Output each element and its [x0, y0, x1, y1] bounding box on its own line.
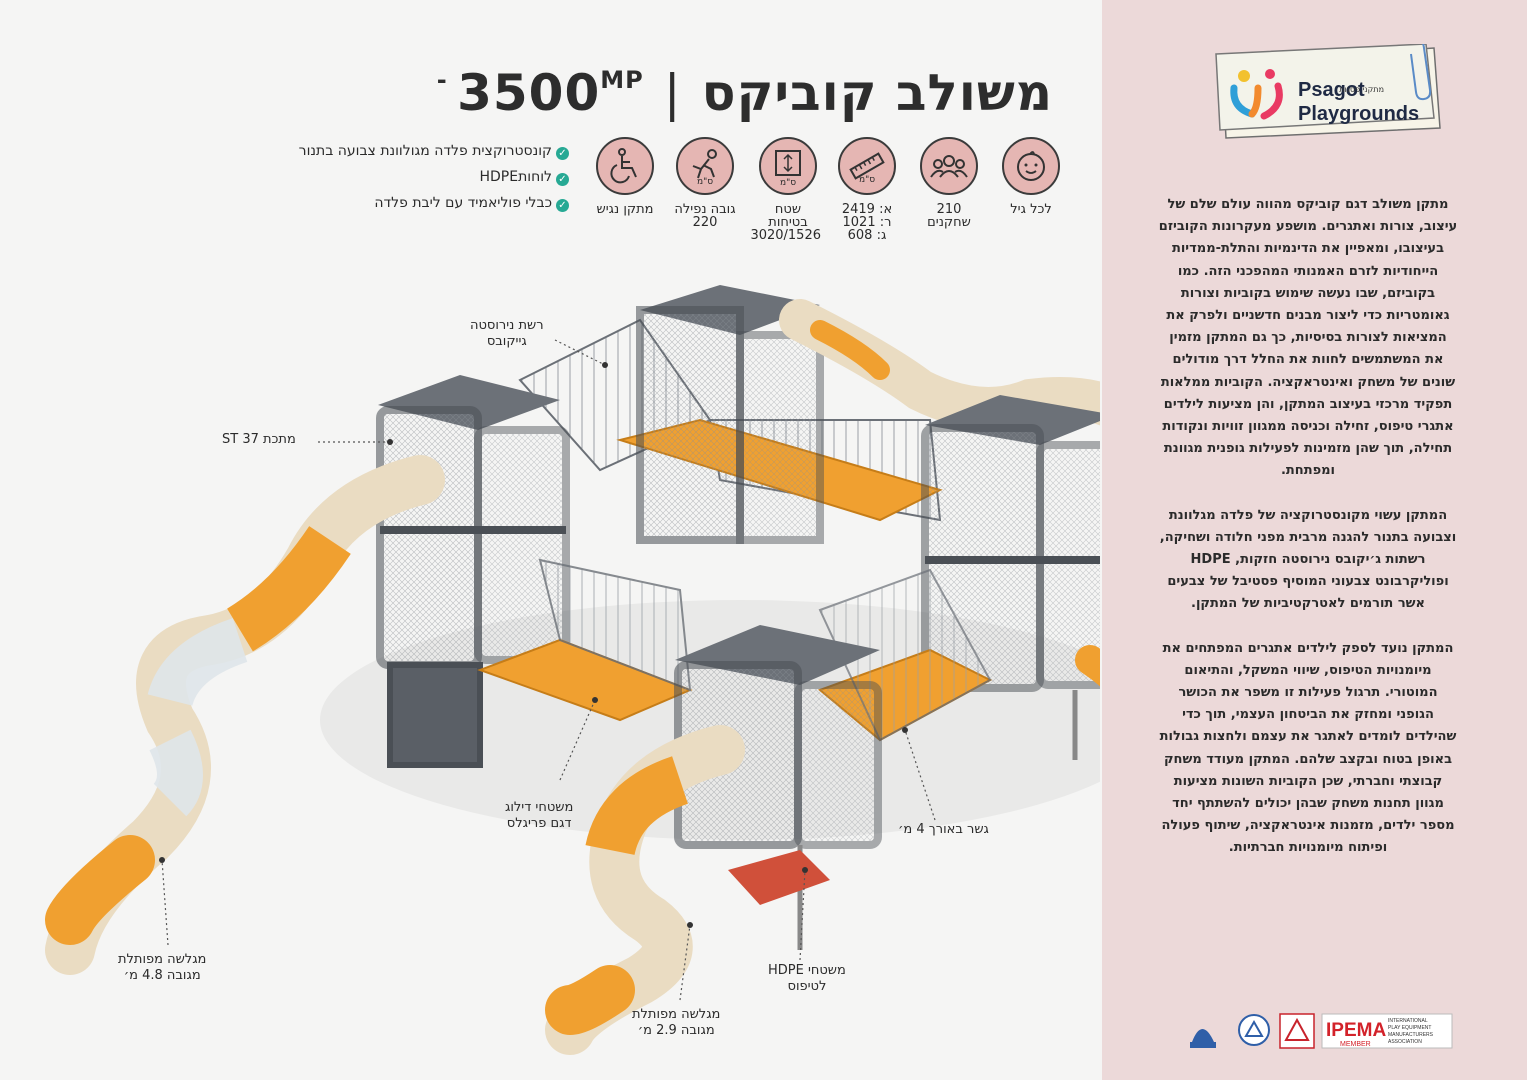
falling-person-icon: ס"מ [676, 137, 734, 195]
materials-checklist: ✓קונסטרוקצית פלדה מגולוונת צבועה בתנור ✓… [299, 138, 569, 216]
product-description: מתקן משולב דגם קוביקס מהווה עולם שלם של … [1158, 194, 1458, 882]
info-sidebar [1102, 0, 1527, 1080]
feature-label: שטח בטיחות [768, 202, 808, 230]
ruler-icon: ס"מ [838, 137, 896, 195]
feature-label: 220 [692, 215, 718, 230]
svg-text:INTERNATIONAL: INTERNATIONAL [1388, 1018, 1428, 1024]
checklist-item: ✓קונסטרוקצית פלדה מגולוונת צבועה בתנור [299, 138, 569, 164]
feature-label: מתקן נגיש [596, 202, 654, 217]
israel-standard-badge [1190, 1029, 1216, 1048]
feature-label: גובה נפילה [674, 202, 736, 217]
checklist-item: ✓לוחותHDPE [299, 164, 569, 190]
unit-label: ס"מ [858, 175, 876, 185]
ipema-member-badge: IPEMA MEMBER INTERNATIONAL PLAY EQUIPMEN… [1321, 1013, 1453, 1049]
unit-label: ס"מ [696, 177, 714, 187]
tower-left [376, 375, 570, 768]
tower-back [636, 285, 824, 544]
spiral-slide-small [545, 725, 745, 1055]
spiral-slide-large [45, 455, 445, 975]
feature-label: 210 שחקנים [927, 202, 971, 230]
feature-age: לכל גיל [1000, 137, 1062, 216]
description-paragraph: המתקן עשוי מקונסטרוקציה של פלדה מגלוונת … [1159, 507, 1457, 612]
baby-face-icon [1002, 137, 1060, 195]
checklist-item: ✓כבלי פוליאמיד עם ליבת פלדה [299, 190, 569, 216]
svg-text:IPEMA: IPEMA [1326, 1020, 1386, 1041]
brand-name-playgrounds: Playgrounds [1298, 103, 1419, 125]
feature-label: א: 2419 [841, 202, 893, 217]
group-icon [920, 137, 978, 195]
feature-dimensions: ס"מ א: 2419 ר: 1021 ג: 608 [836, 137, 898, 242]
safety-area-icon: ס"מ [759, 137, 817, 195]
feature-label: 3020/1526 [750, 228, 821, 243]
description-paragraph: מתקן משולב דגם קוביקס מהווה עולם שלם של … [1158, 197, 1458, 479]
check-icon: ✓ [556, 199, 569, 212]
check-icon: ✓ [556, 173, 569, 186]
feature-label: לכל גיל [1010, 202, 1052, 217]
feature-players: 210 שחקנים [918, 137, 980, 229]
playground-illustration [45, 285, 1100, 1055]
brand-name-psagot: Psagot [1298, 79, 1365, 101]
unit-label: ס"מ [779, 178, 797, 188]
svg-text:MANUFACTURERS: MANUFACTURERS [1388, 1032, 1434, 1038]
check-icon: ✓ [556, 147, 569, 160]
certification-badges: IPEMA MEMBER INTERNATIONAL PLAY EQUIPMEN… [1188, 1012, 1454, 1052]
svg-text:PLAY EQUIPMENT: PLAY EQUIPMENT [1388, 1025, 1431, 1031]
product-name: משולב קוביקס [701, 64, 1053, 122]
model-prefix: MP - [436, 66, 644, 94]
quality-seal-badge [1238, 1014, 1270, 1046]
svg-text:MEMBER: MEMBER [1340, 1041, 1371, 1048]
brand-hebrew: מתקני פסגות [1339, 85, 1384, 94]
callout-steel: מתכת ST 37 [222, 432, 296, 447]
description-paragraph: המתקן נועד לספק לילדים אתגרים המפתחים את… [1159, 640, 1457, 856]
model-number: 3500 [457, 64, 601, 122]
wheelchair-icon [596, 137, 654, 195]
page-title: משולב קוביקס | 3500MP - [431, 64, 1053, 122]
svg-text:ASSOCIATION: ASSOCIATION [1388, 1039, 1422, 1045]
feature-safety-area: ס"מ שטח בטיחות 3020/1526 [750, 137, 821, 243]
feature-fall-height: ס"מ גובה נפילה 220 [674, 137, 736, 229]
feature-label: ג: 608 [847, 228, 887, 243]
brand-logo: Psagot Playgrounds מתקני פסגות [1212, 36, 1442, 140]
feature-accessible: מתקן נגיש [594, 137, 656, 216]
standards-institute-badge [1279, 1013, 1315, 1049]
feature-label: ר: 1021 [842, 215, 892, 230]
callout-bridge: גשר באורך 4 מ׳ [898, 822, 989, 837]
title-separator: | [663, 64, 682, 122]
